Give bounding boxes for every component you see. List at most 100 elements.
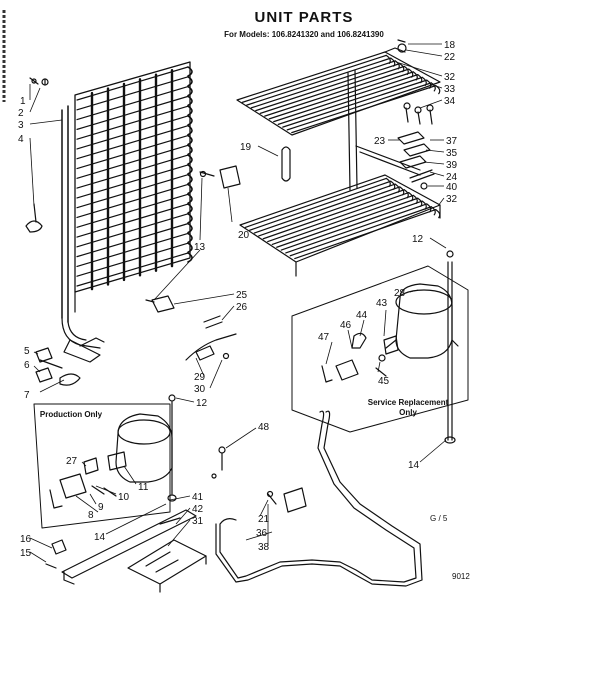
callout-3: 3 [18, 120, 24, 131]
callout-46: 46 [340, 320, 352, 331]
evaporator-tube [277, 76, 423, 125]
evaporator-tube [258, 186, 401, 237]
callout-1: 1 [20, 96, 26, 107]
callout-numbers: 18 22 32 33 34 23 37 35 39 24 40 32 1 2 … [18, 40, 458, 559]
callout-38: 38 [258, 542, 270, 553]
evaporator-bend [435, 208, 441, 219]
condenser-tube [76, 125, 189, 160]
evaporator-tube [267, 191, 410, 243]
evaporator-bend [430, 82, 436, 92]
upper-evaporator [236, 51, 441, 136]
evaporator-tube [249, 180, 392, 231]
evaporator-tube [285, 203, 428, 254]
condenser-bend [187, 134, 193, 146]
evaporator-tube [286, 82, 432, 131]
drain-tubing [215, 410, 423, 587]
evaporator-tube [282, 79, 428, 128]
service-replacement-label: Service Replacement Only [362, 398, 454, 418]
evaporator-tube [255, 63, 401, 112]
evaporator-tube [250, 60, 396, 109]
callout-6: 6 [24, 360, 30, 371]
condenser-bend [187, 164, 193, 175]
condenser-tube [76, 213, 189, 248]
callout-14-left: 14 [94, 532, 106, 543]
condenser-bend [187, 203, 193, 214]
condenser-bend [187, 144, 193, 156]
condenser-tube [76, 85, 189, 121]
callout-8: 8 [88, 510, 94, 521]
condenser-bend [187, 115, 193, 126]
evaporator-tube [244, 177, 387, 229]
condenser-tube [76, 154, 189, 189]
leader-lines [29, 43, 447, 563]
callout-30: 30 [194, 384, 206, 395]
evaporator-tube [262, 189, 405, 240]
condenser-tube [76, 76, 189, 111]
condenser-tube [76, 144, 189, 179]
condenser-bend [187, 173, 193, 185]
callout-37: 37 [446, 136, 458, 147]
callout-15: 15 [20, 548, 32, 559]
evaporator-tube [280, 200, 423, 251]
callout-12-lower: 12 [196, 398, 208, 409]
condenser-bend [187, 154, 193, 165]
service-relay-overload [321, 332, 387, 383]
condenser-tube [76, 66, 189, 101]
part-16-15 [45, 539, 67, 569]
condenser-tube [76, 164, 189, 199]
callout-19: 19 [240, 142, 252, 153]
service-box-outline [291, 265, 469, 433]
drain-tube-24-40 [409, 169, 435, 190]
condenser-bend [187, 85, 193, 97]
service-label-line2: Only [399, 408, 417, 417]
callout-7: 7 [24, 390, 30, 401]
screws-1-2 [29, 77, 49, 86]
callout-48: 48 [258, 422, 270, 433]
heater-block-21 [266, 487, 307, 513]
condenser-bend [187, 124, 193, 136]
tube-26 [203, 315, 223, 329]
callout-12-upper: 12 [412, 234, 424, 245]
callout-2: 2 [18, 108, 24, 119]
evaporator-tube [264, 68, 410, 117]
callout-21: 21 [258, 514, 270, 525]
capillary-29-30 [185, 333, 237, 361]
condenser-tube [76, 223, 189, 258]
condenser-tube [76, 95, 189, 130]
condenser-bend [187, 232, 193, 244]
lower-evaporator [239, 174, 441, 277]
callout-27: 27 [66, 456, 78, 467]
callout-44: 44 [356, 310, 368, 321]
drawing-code-9012: 9012 [452, 572, 470, 581]
condenser-tube [76, 242, 189, 277]
callout-4: 4 [18, 134, 24, 145]
condenser-bend [187, 105, 193, 116]
condenser-tube [76, 183, 189, 219]
callout-29: 29 [194, 372, 206, 383]
margin-mark [2, 10, 6, 102]
callout-42: 42 [192, 504, 204, 515]
bracket-20 [199, 165, 241, 189]
clamp-25 [145, 295, 175, 313]
condenser-tube [76, 174, 189, 209]
production-only-label: Production Only [39, 410, 103, 419]
callout-45: 45 [378, 376, 390, 387]
callout-5: 5 [24, 346, 30, 357]
condenser-tube [76, 232, 189, 268]
production-box-outline [33, 403, 171, 529]
callout-25: 25 [236, 290, 248, 301]
condenser-tube [76, 203, 189, 238]
evaporator-tube [273, 74, 419, 123]
callout-39: 39 [446, 160, 458, 171]
condenser-tube [76, 193, 189, 228]
condenser-bend [187, 213, 193, 224]
drawing-code-g5: G / 5 [430, 514, 448, 523]
production-relay-overload [49, 457, 117, 509]
callout-16: 16 [20, 534, 32, 545]
callout-28: 28 [394, 288, 406, 299]
evaporator-risers [347, 47, 421, 191]
callout-24: 24 [446, 172, 458, 183]
evaporator-tube [241, 54, 387, 103]
callout-11: 11 [138, 482, 149, 493]
